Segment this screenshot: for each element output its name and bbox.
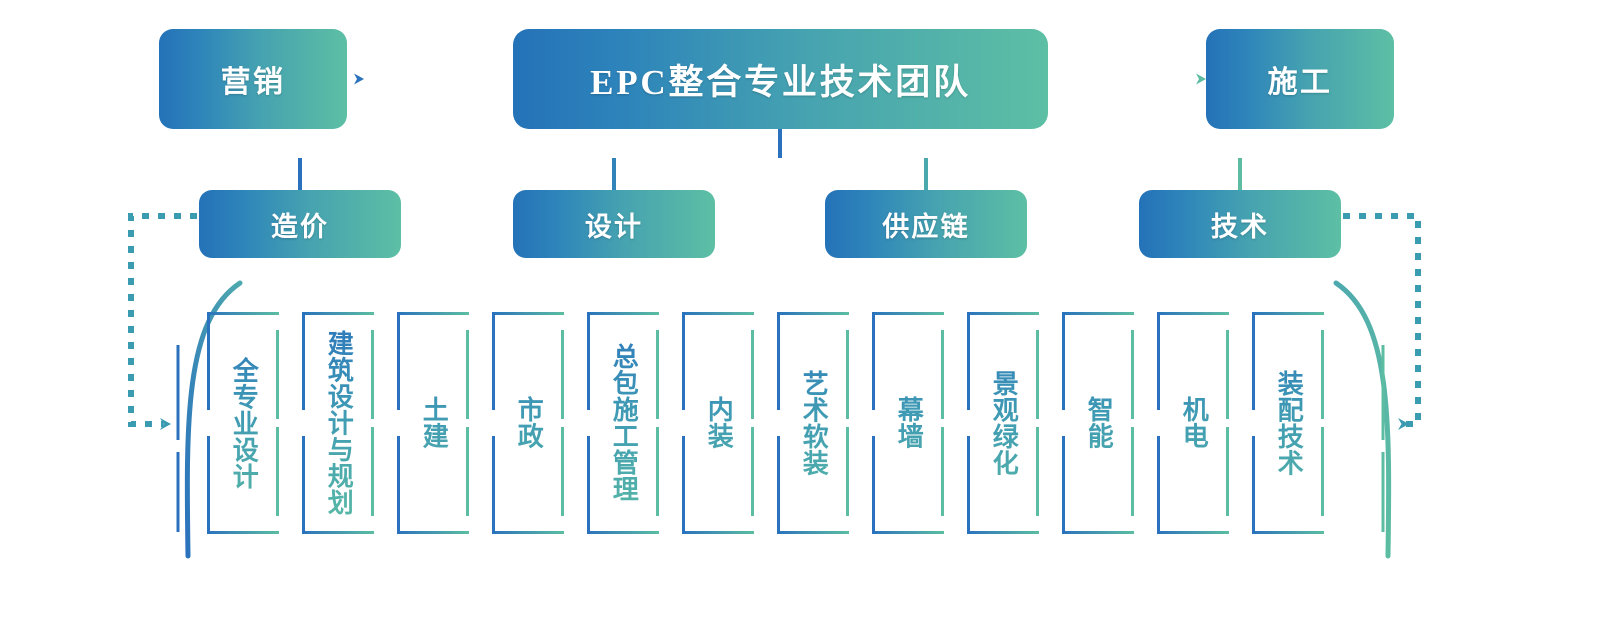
bracket-frame-icon <box>207 312 279 534</box>
feedback-loop-left <box>128 213 197 430</box>
leaf-label: 智能 <box>1062 312 1134 534</box>
leaf-card-mep[interactable]: 机电 <box>1157 312 1229 534</box>
leaf-card-interior-fitout[interactable]: 内装 <box>682 312 754 534</box>
leaf-card-municipal[interactable]: 市政 <box>492 312 564 534</box>
leaf-label: 内装 <box>682 312 754 534</box>
leaf-label: 艺术软装 <box>777 312 849 534</box>
bracket-frame-icon <box>1157 312 1229 534</box>
node-marketing[interactable]: 营销 <box>159 29 347 129</box>
bracket-frame-icon <box>587 312 659 534</box>
bracket-frame-icon <box>872 312 944 534</box>
leaf-card-art-soft-decoration[interactable]: 艺术软装 <box>777 312 849 534</box>
leaf-card-general-contracting-mgmt[interactable]: 总包施工管理 <box>587 312 659 534</box>
bracket-frame-icon <box>397 312 469 534</box>
leaf-card-arch-design-planning[interactable]: 建筑设计与规划 <box>302 312 374 534</box>
node-branch-design-label: 设计 <box>584 211 644 242</box>
leaf-label: 机电 <box>1157 312 1229 534</box>
leaf-card-intelligent-systems[interactable]: 智能 <box>1062 312 1134 534</box>
bracket-frame-icon <box>682 312 754 534</box>
node-construction-label: 施工 <box>1267 66 1333 99</box>
node-construction[interactable]: 施工 <box>1206 29 1394 129</box>
leaf-card-landscape-greening[interactable]: 景观绿化 <box>967 312 1039 534</box>
node-root-epc-team[interactable]: EPC整合专业技术团队 <box>513 29 1048 129</box>
node-marketing-label: 营销 <box>220 66 286 99</box>
bracket-frame-icon <box>302 312 374 534</box>
leaf-label: 幕墙 <box>872 312 944 534</box>
feedback-loop-right <box>1343 213 1421 430</box>
leaf-card-prefab-technology[interactable]: 装配技术 <box>1252 312 1324 534</box>
node-branch-supplychain-label: 供应链 <box>882 211 970 242</box>
leaf-label: 建筑设计与规划 <box>302 312 374 534</box>
leaf-label: 全专业设计 <box>207 312 279 534</box>
leaf-card-full-discipline-design[interactable]: 全专业设计 <box>207 312 279 534</box>
bracket-frame-icon <box>1252 312 1324 534</box>
page-title: EPC整合专业技术团队 <box>590 62 971 102</box>
node-branch-supplychain[interactable]: 供应链 <box>825 190 1027 258</box>
leaf-card-curtain-wall[interactable]: 幕墙 <box>872 312 944 534</box>
bracket-frame-icon <box>492 312 564 534</box>
leaf-label: 土建 <box>397 312 469 534</box>
bracket-frame-icon <box>967 312 1039 534</box>
node-branch-cost[interactable]: 造价 <box>199 190 401 258</box>
leaf-label: 市政 <box>492 312 564 534</box>
node-branch-technology-label: 技术 <box>1210 211 1270 242</box>
node-branch-technology[interactable]: 技术 <box>1139 190 1341 258</box>
leaf-label: 装配技术 <box>1252 312 1324 534</box>
node-branch-design[interactable]: 设计 <box>513 190 715 258</box>
bracket-frame-icon <box>1062 312 1134 534</box>
leaf-label: 总包施工管理 <box>587 312 659 534</box>
leaf-card-civil-works[interactable]: 土建 <box>397 312 469 534</box>
node-branch-cost-label: 造价 <box>270 211 330 242</box>
bracket-frame-icon <box>777 312 849 534</box>
brace-arc-right <box>1333 280 1392 559</box>
leaf-label: 景观绿化 <box>967 312 1039 534</box>
